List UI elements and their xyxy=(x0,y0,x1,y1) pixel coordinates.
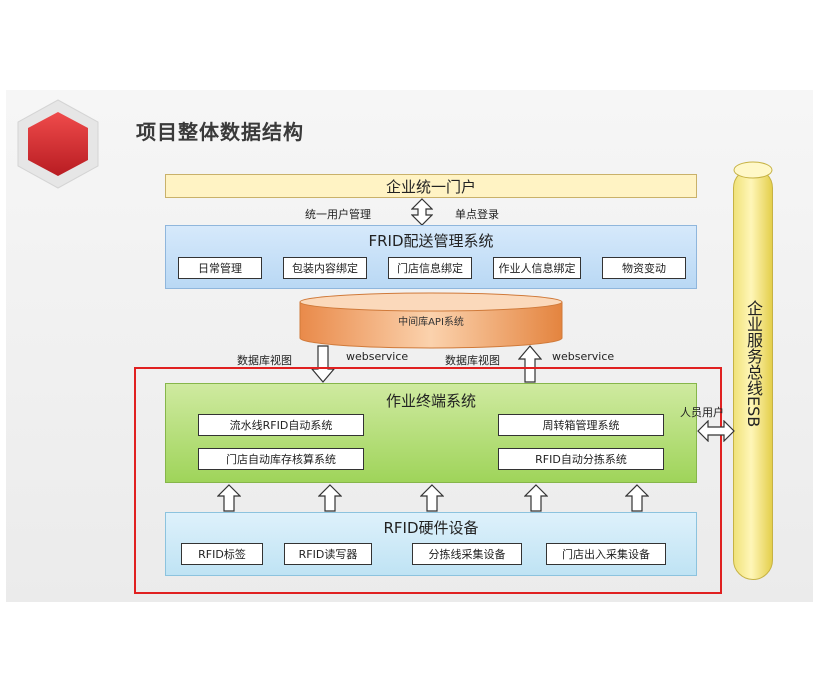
up-arrow-icon xyxy=(318,484,342,512)
sso-label: 单点登录 xyxy=(455,208,499,221)
rfid-hardware-title: RFID硬件设备 xyxy=(383,519,479,537)
page-title: 项目整体数据结构 xyxy=(136,120,304,144)
down-arrow-icon xyxy=(311,345,335,383)
hardware-item-tag: RFID标签 xyxy=(181,543,263,565)
logo-hexagon-icon xyxy=(17,99,99,189)
terminal-system-box: 作业终端系统 流水线RFID自动系统 门店自动库存核算系统 周转箱管理系统 RF… xyxy=(165,383,697,483)
horizontal-double-arrow-icon xyxy=(697,420,735,442)
right-webservice-label: webservice xyxy=(552,350,615,363)
right-db-view-label: 数据库视图 xyxy=(445,354,500,367)
hardware-item-reader: RFID读写器 xyxy=(284,543,372,565)
left-db-view-label: 数据库视图 xyxy=(237,354,292,367)
frid-item-store: 门店信息绑定 xyxy=(388,257,472,279)
rfid-hardware-box: RFID硬件设备 RFID标签 RFID读写器 分拣线采集设备 门店出入采集设备 xyxy=(165,512,697,576)
frid-item-daily: 日常管理 xyxy=(178,257,262,279)
up-arrow-icon xyxy=(217,484,241,512)
up-arrow-icon xyxy=(524,484,548,512)
middleware-label: 中间库API系统 xyxy=(398,317,464,328)
esb-bar xyxy=(733,168,773,580)
up-arrow-icon xyxy=(625,484,649,512)
hardware-item-store-device: 门店出入采集设备 xyxy=(546,543,666,565)
highlight-frame xyxy=(134,367,722,594)
esb-top-cap-icon xyxy=(733,161,773,179)
frid-item-package: 包装内容绑定 xyxy=(283,257,367,279)
terminal-system-title: 作业终端系统 xyxy=(385,392,476,410)
double-arrow-icon xyxy=(411,198,433,226)
frid-system-title: FRID配送管理系统 xyxy=(368,232,494,250)
terminal-item-turnover-box: 周转箱管理系统 xyxy=(498,414,664,436)
frid-system-box: FRID配送管理系统 日常管理 包装内容绑定 门店信息绑定 作业人信息绑定 物资… xyxy=(165,225,697,289)
enterprise-portal-box: 企业统一门户 xyxy=(165,174,697,198)
unified-user-label: 统一用户管理 xyxy=(305,208,371,221)
esb-label: 企业服务总线ESB xyxy=(744,300,763,428)
terminal-item-pipeline: 流水线RFID自动系统 xyxy=(198,414,364,436)
hardware-item-sorting-device: 分拣线采集设备 xyxy=(412,543,522,565)
terminal-item-store-inventory: 门店自动库存核算系统 xyxy=(198,448,364,470)
terminal-item-sorting: RFID自动分拣系统 xyxy=(498,448,664,470)
frid-item-materials: 物资变动 xyxy=(602,257,686,279)
personnel-user-label: 人员用户 xyxy=(680,406,724,419)
middleware-database-icon xyxy=(299,292,563,349)
up-arrow-icon xyxy=(420,484,444,512)
frid-item-worker: 作业人信息绑定 xyxy=(493,257,581,279)
left-webservice-label: webservice xyxy=(346,350,409,363)
up-arrow-icon xyxy=(518,345,542,383)
